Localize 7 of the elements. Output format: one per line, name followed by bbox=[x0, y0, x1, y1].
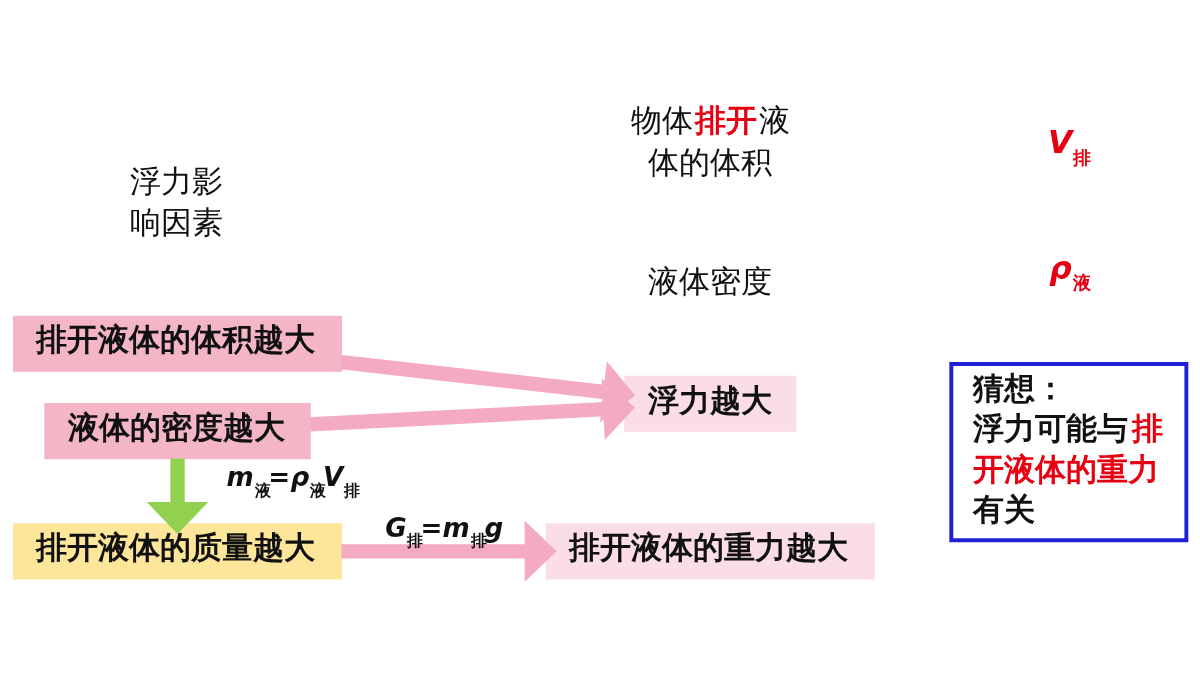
label: V$_{排}$ bbox=[1047, 124, 1091, 168]
edge-label: m$_{液}$=ρ$_{液}$V$_{排}$ bbox=[226, 462, 361, 500]
label: 液体密度 bbox=[647, 262, 772, 299]
label: 物体排开液体的体积 bbox=[630, 102, 790, 180]
edge-label: G$_{排}$=m$_{排}$g bbox=[385, 512, 504, 551]
label: 浮力影响因素 bbox=[130, 163, 224, 240]
label: ρ$_{液}$ bbox=[1049, 249, 1091, 294]
